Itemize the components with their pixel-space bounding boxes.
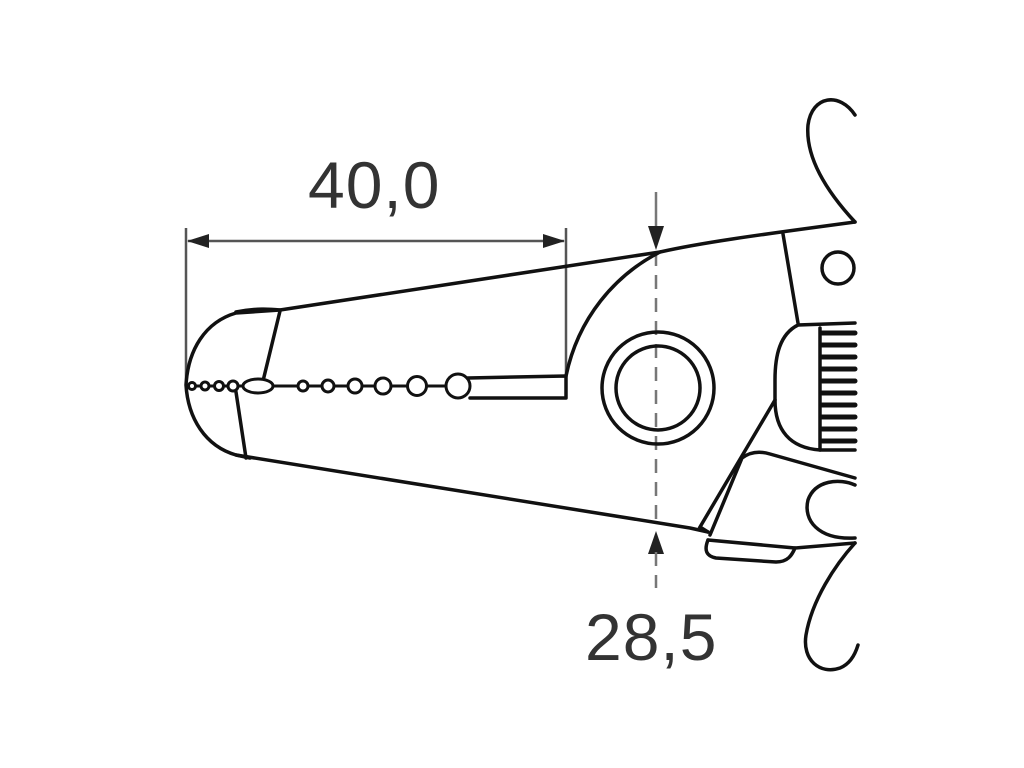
lower-lever — [697, 398, 777, 534]
lower-blade-top — [706, 538, 797, 550]
crimp-slot — [241, 377, 275, 395]
spring-bottom — [803, 541, 860, 672]
spring-top — [806, 98, 857, 224]
hole — [199, 380, 211, 392]
height-dimension — [648, 192, 664, 588]
hole — [320, 378, 336, 394]
length-dimension — [184, 228, 568, 395]
upper-jaw-edge — [234, 220, 857, 314]
jaw-split-upper — [261, 309, 282, 383]
joint-line — [781, 232, 800, 325]
handle-mechanism — [697, 98, 860, 672]
stripping-holes — [187, 372, 472, 400]
arrow-down-icon — [648, 226, 664, 250]
stripping-slot — [466, 374, 568, 400]
pivot-curve — [564, 250, 662, 378]
length-dimension-label: 40,0 — [308, 148, 441, 222]
jaw-nose — [184, 308, 282, 460]
hole — [187, 381, 197, 391]
hole — [226, 379, 240, 393]
jaw-split-lower — [234, 390, 248, 460]
hole — [373, 376, 393, 396]
rivet-outer — [600, 330, 716, 446]
rivet-inner — [614, 344, 702, 432]
hole — [406, 375, 428, 397]
lower-jaw-edge — [234, 453, 710, 534]
small-hole — [820, 250, 856, 286]
lower-pin — [805, 479, 857, 540]
lever-inner — [708, 450, 857, 537]
plier-head — [184, 220, 857, 534]
hole — [444, 372, 472, 400]
arrow-up-icon — [648, 531, 664, 554]
hole — [213, 380, 225, 392]
adjuster-ribs — [819, 330, 858, 444]
height-dimension-label: 28,5 — [585, 600, 718, 674]
hole — [296, 379, 310, 393]
pivot-rivet — [600, 330, 716, 446]
hole — [346, 377, 364, 395]
lower-blade — [704, 538, 857, 564]
